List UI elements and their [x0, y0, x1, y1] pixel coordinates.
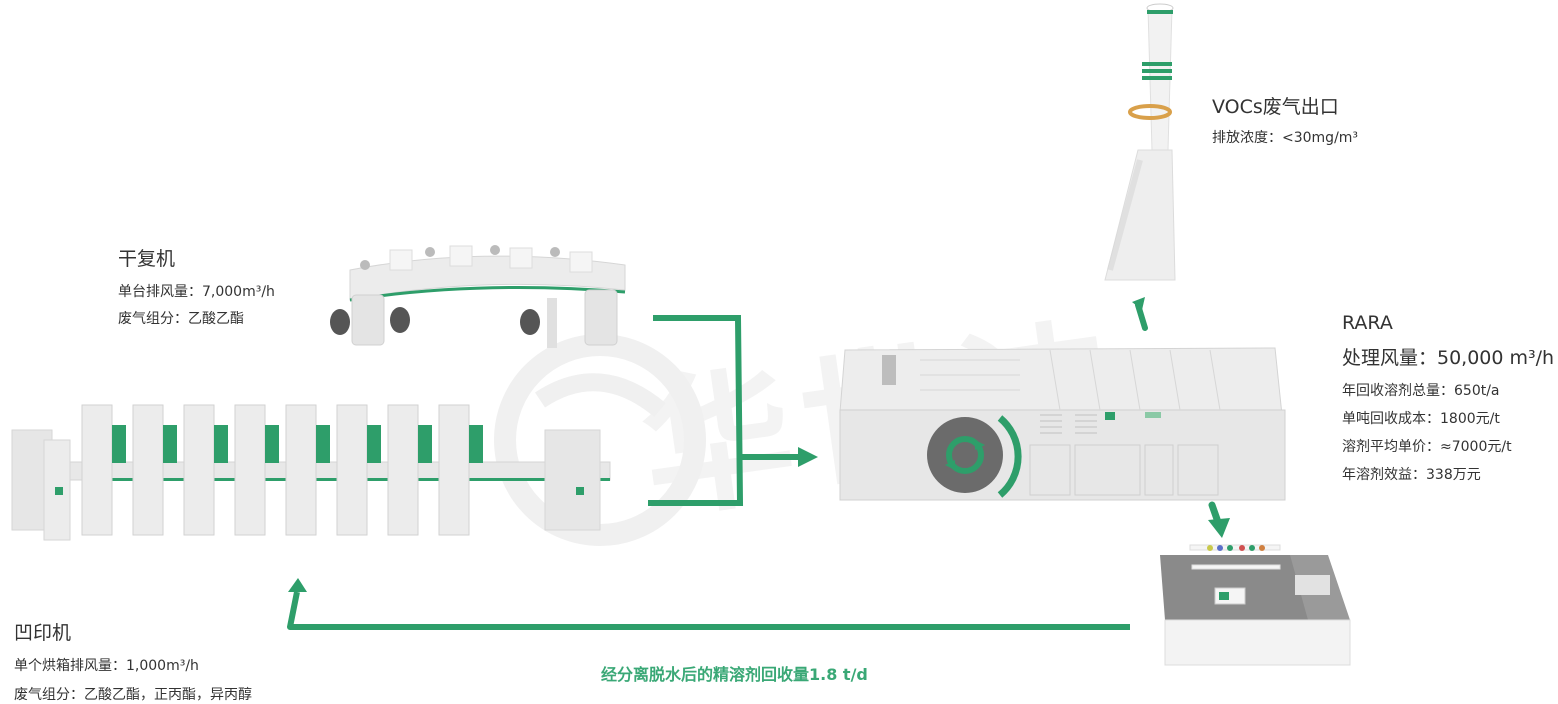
stack-icon — [1104, 3, 1176, 281]
rara-annual-recovery: 年回收溶剂总量：650t/a — [1342, 383, 1500, 399]
rara-annual-benefit: 年溶剂效益：338万元 — [1342, 467, 1481, 483]
rara-airflow: 处理风量：50,000 m³/h — [1342, 347, 1555, 369]
gravure-press-airflow: 单个烘箱排风量：1,000m³/h — [14, 658, 199, 674]
dry-laminator-machine-icon — [330, 245, 626, 348]
rara-info: RARA 处理风量：50,000 m³/h 年回收溶剂总量：650t/a 单吨回… — [1342, 312, 1554, 484]
dry-laminator-info: 干复机 单台排风量：7,000m³/h 废气组分：乙酸乙酯 — [118, 244, 275, 328]
gravure-press-title: 凹印机 — [14, 622, 72, 644]
arrow-to-rara-icon — [798, 447, 818, 467]
dry-laminator-composition: 废气组分：乙酸乙酯 — [118, 311, 244, 327]
gravure-press-info: 凹印机 单个烘箱排风量：1,000m³/h 废气组分：乙酸乙酯，正丙酯，异丙醇 — [14, 618, 252, 704]
vocs-outlet-info: VOCs废气出口 排放浓度：<30mg/m³ — [1212, 92, 1358, 147]
arrow-to-gravure-icon — [288, 578, 307, 592]
rara-avg-price: 溶剂平均单价：≈7000元/t — [1342, 439, 1512, 455]
rara-title: RARA — [1342, 312, 1393, 334]
dry-laminator-title: 干复机 — [118, 248, 176, 270]
arrow-to-lab-icon — [1208, 518, 1230, 538]
vocs-outlet-title: VOCs废气出口 — [1212, 96, 1339, 118]
arrow-to-stack-icon — [1132, 297, 1145, 310]
vocs-emission-concentration: 排放浓度：<30mg/m³ — [1212, 130, 1359, 146]
gravure-press-composition: 废气组分：乙酸乙酯，正丙酯，异丙醇 — [14, 687, 252, 703]
solvent-recovery-label: 经分离脱水后的精溶剂回收量1.8 t/d — [601, 665, 868, 684]
dry-laminator-airflow: 单台排风量：7,000m³/h — [118, 284, 275, 300]
rara-cost-per-ton: 单吨回收成本：1800元/t — [1342, 411, 1500, 427]
recycle-icon — [927, 415, 1022, 498]
